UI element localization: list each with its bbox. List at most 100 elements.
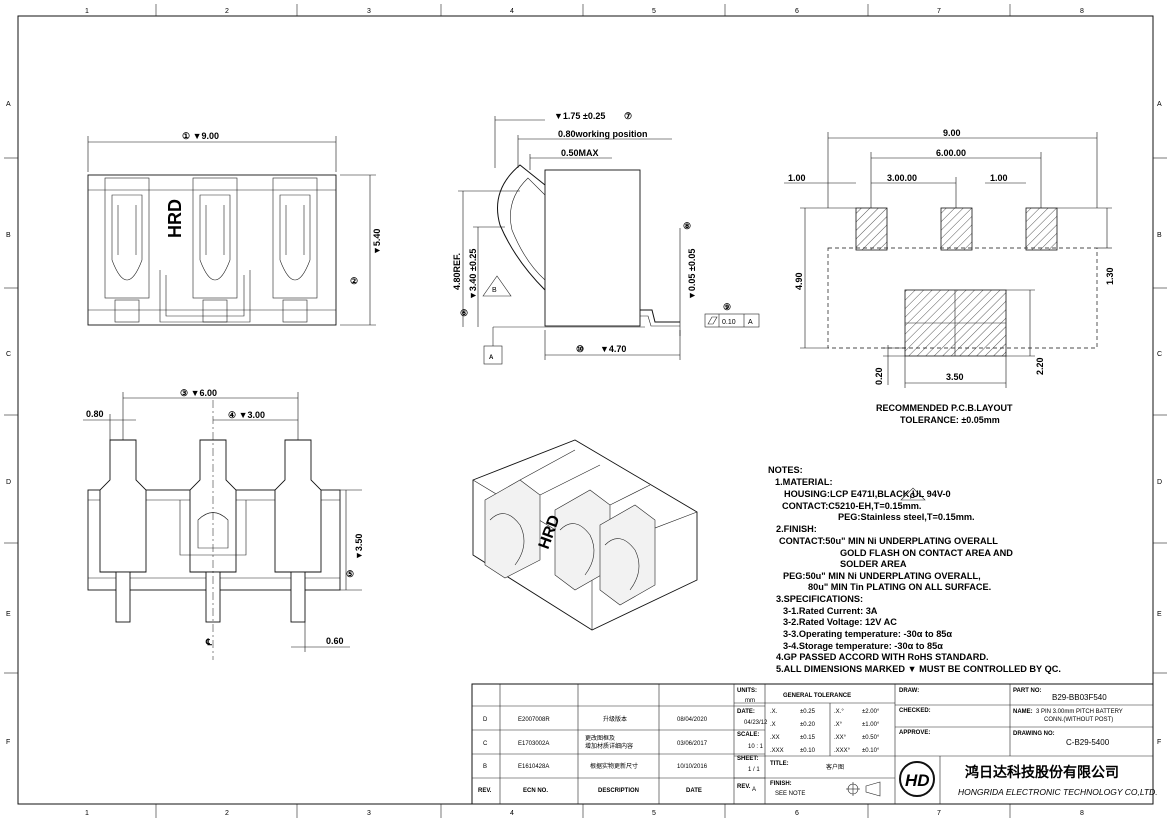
dim-pcb-right-100: 1.00 [990,173,1008,183]
col-label: 6 [795,810,799,817]
desc-cell: 根据实物更新尺寸 [590,762,638,770]
rev-value: A [752,787,756,793]
checked-label: CHECKED: [899,708,931,714]
name-value-1: 3 PIN 3.00mm PITCH BATTERY [1036,709,1123,715]
note-line: SOLDER AREA [840,559,907,569]
row-label: F [1157,739,1161,746]
date-cell: 08/04/2020 [677,717,708,723]
tol-cell: ±0.20 [800,722,816,728]
dim-side-1: ▼1.75 ±0.25 [554,111,605,121]
dim-side-6: ▼0.05 ±0.05 [687,249,697,300]
tol-cell: ±0.10 [800,748,816,754]
dim-bottom-060: 0.60 [326,636,344,646]
row-label: F [6,739,10,746]
company-logo: HD [899,761,935,797]
date-cell: 10/10/2016 [677,764,708,770]
note-line: GOLD FLASH ON CONTACT AREA AND [840,548,1013,558]
row-label: A [6,101,11,108]
col-label: 4 [510,8,514,15]
col-label: 4 [510,810,514,817]
dim-pcb-300: 3.00.00 [887,173,917,183]
note-line: 3-3.Operating temperature: -30α to 85α [783,629,952,639]
dim-pcb-900: 9.00 [943,128,961,138]
scale-label: SCALE: [737,732,759,738]
dim-pcb-020: 0.20 [874,367,884,385]
dim-pcb-350: 3.50 [946,372,964,382]
dim-side-2: 0.80working position [558,129,648,139]
row-label: D [1157,479,1162,486]
dim-side-1-tag: ⑦ [624,111,632,121]
dim-front-height: ▼5.40 [372,229,382,255]
col-label: 3 [367,810,371,817]
scale-value: 10 : 1 [748,744,764,750]
col-label: 5 [652,8,656,15]
name-label: NAME: [1013,709,1033,715]
dim-pcb-490: 4.90 [794,272,804,290]
note-line: CONTACT:C5210-EH,T=0.15mm. [782,501,921,511]
datum-a: A [489,355,494,361]
ecn-cell: E1610428A [518,764,549,770]
draw-label: DRAW: [899,688,919,694]
row-label: C [6,351,11,358]
note-line: 5.ALL DIMENSIONS MARKED ▼ MUST BE CONTRO… [776,664,1061,674]
dim-bottom-350-tag: ⑤ [346,569,354,579]
col-label: 2 [225,8,229,15]
rev-cell: D [483,717,488,723]
front-view: HRD ① ▼9.00 ▼5.40 ② [87,131,382,326]
dim-side-4: 4.80REF. [452,253,462,290]
rev-label: REV. [737,784,751,790]
note-line: PEG:Stainless steel,T=0.15mm. [838,512,975,522]
company-name-cn: 鸿日达科技股份有限公司 [965,764,1119,780]
dim-bottom-080: 0.80 [86,409,104,419]
title-label: TITLE: [770,761,789,767]
date-cell: 03/06/2017 [677,741,708,747]
tol-cell: .XXX [770,748,784,754]
sheet-value: 1 / 1 [748,767,760,773]
dim-pcb-130: 1.30 [1105,267,1115,285]
finish-label: FINISH: [770,781,792,787]
tol-cell: ±0.15 [800,735,816,741]
row-label: E [1157,611,1162,618]
tol-cell: .XX° [834,735,847,741]
pcb-layout: 9.00 6.00.00 3.00.00 1.00 1.00 4.90 1.30… [784,128,1115,425]
dim-bottom-pitch6: ③ ▼6.00 [180,388,217,398]
part-no-label: PART NO: [1013,688,1042,694]
title-value: 客户图 [826,763,844,771]
note-line: 3-2.Rated Voltage: 12V AC [783,617,897,627]
finish-value: SEE NOTE [775,791,805,797]
company-name-en: HONGRIDA ELECTRONIC TECHNOLOGY CO,LTD. [958,787,1158,797]
tol-cell: .XX [770,735,780,741]
row-label: D [6,479,11,486]
sheet-label: SHEET: [737,756,758,762]
tol-cell: .XXX° [834,748,851,754]
drawing-no-value: C-B29-5400 [1066,738,1110,747]
date-label: DATE: [737,709,755,715]
note-c-mark: C [910,493,915,500]
date-header: DATE [686,788,702,794]
units-label: UNITS: [737,688,757,694]
ecn-cell: E1703002A [518,741,549,747]
desc-cell-line2: 增加材质详细内容 [585,742,633,750]
dim-pcb-600: 6.00.00 [936,148,966,158]
dim-pcb-220: 2.20 [1035,357,1045,375]
tol-cell: .X° [834,722,843,728]
grid-labels: 1 2 3 4 5 6 7 8 1 2 3 4 5 6 7 8 A B C D … [6,8,1162,817]
triangle-b: B [492,287,497,294]
tol-cell: ±1.00° [862,722,880,728]
approve-label: APPROVE: [899,730,930,736]
dim-bottom-350: ▼3.50 [354,534,364,560]
notes-block: NOTES: 1.MATERIAL: HOUSING:LCP E471I,BLA… [768,465,1061,674]
center-line-mark: ℄ [205,637,212,647]
desc-cell-line1: 更改图框及 [585,734,615,742]
name-value-2: CONN.(WITHOUT POST) [1044,717,1113,723]
row-label: B [6,232,11,239]
col-label: 3 [367,8,371,15]
tol-cell: ±0.10° [862,748,880,754]
col-label: 2 [225,810,229,817]
note-line: 3.SPECIFICATIONS: [776,594,863,604]
dim-side-7-tag: ⑩ [576,344,584,354]
front-brand: HRD [165,199,185,238]
col-label: 7 [937,810,941,817]
dim-side-7: ▼4.70 [600,344,626,354]
